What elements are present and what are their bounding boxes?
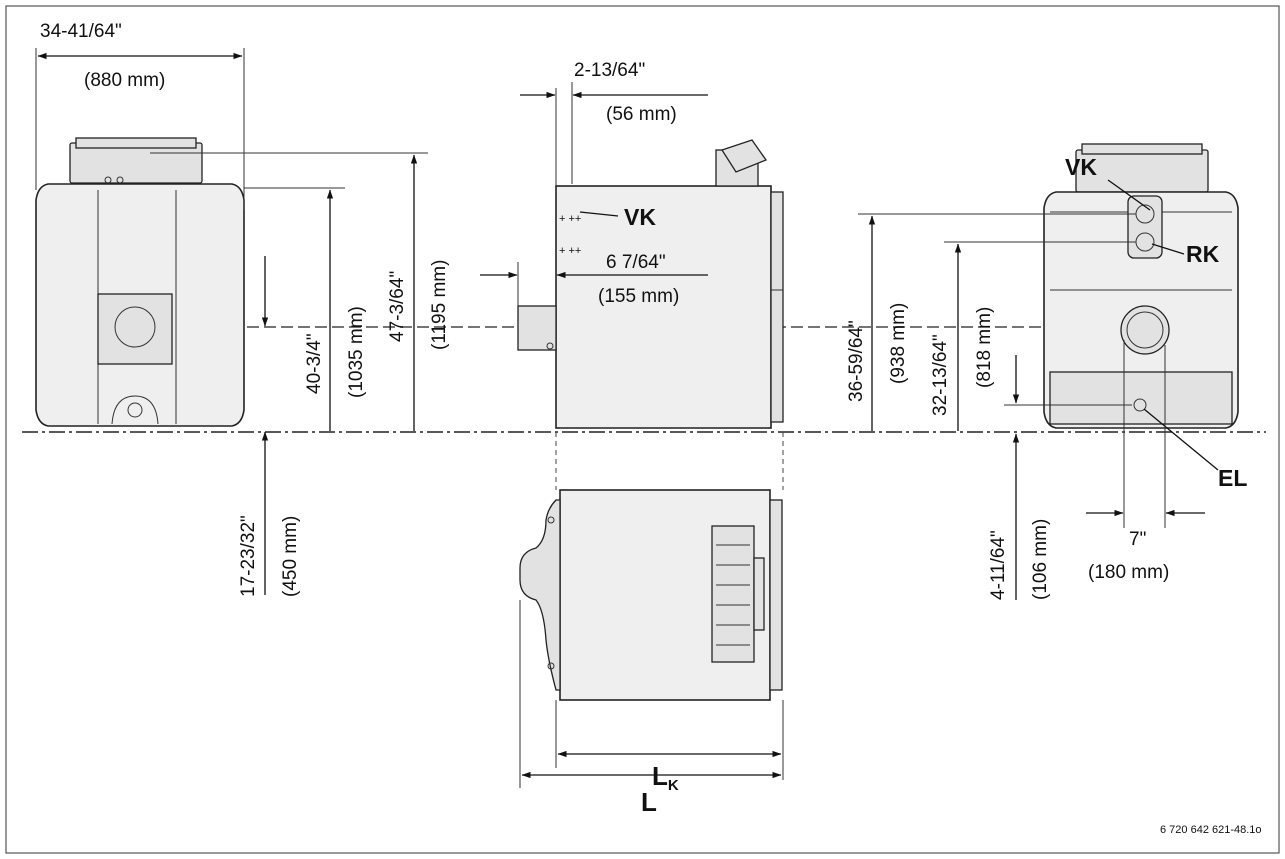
rear-vk-label: VK	[1065, 154, 1097, 180]
rear-rk-leader	[1151, 243, 1185, 255]
rear-rk-label: RK	[1186, 241, 1220, 267]
front-base-height-in: 17-23/32"	[238, 515, 259, 597]
side-offset-in: 2-13/64"	[574, 60, 645, 81]
rear-vk-height-mm: (938 mm)	[888, 303, 909, 384]
rear-vk-leader	[1107, 179, 1151, 211]
top-bolt	[547, 662, 555, 670]
side-vk-label: VK	[624, 204, 656, 230]
top-rear-panel	[769, 499, 783, 691]
front-top-unit-cap	[75, 137, 197, 149]
side-flue-bolt	[546, 342, 554, 350]
front-flue-opening	[114, 306, 156, 348]
side-offset-mm: (56 mm)	[606, 104, 677, 125]
side-flue-in: 6 7/64"	[606, 252, 666, 273]
side-view: + ++ + ++ VK 2-13/64" (56 mm) 6 7/64" (1…	[480, 60, 784, 429]
front-top-unit	[69, 142, 203, 184]
l-label: L	[641, 787, 657, 817]
side-top-control-cover	[721, 139, 768, 173]
front-total-height-in: 47-3/64"	[387, 271, 408, 342]
front-total-height-mm: (1195 mm)	[429, 260, 450, 350]
side-flue-mm: (155 mm)	[598, 286, 679, 307]
front-base-drain	[127, 402, 143, 418]
rear-el-connection	[1133, 398, 1147, 412]
rear-vk-height-in: 36-59/64"	[846, 320, 867, 402]
front-center-height-in: 40-3/4"	[304, 333, 325, 394]
rear-view: VK RK EL 36-59/64" (938 mm) 32-13/64" (8…	[846, 143, 1247, 600]
rear-top-unit-cap	[1081, 143, 1203, 155]
side-boiler-body	[555, 185, 772, 429]
side-rear-panel	[770, 191, 784, 423]
rear-el-leader	[1143, 408, 1219, 471]
figure-code: 6 720 642 621-48.1o	[1160, 824, 1262, 836]
front-top-knob	[104, 176, 112, 184]
front-base-height-mm: (450 mm)	[280, 516, 301, 597]
front-flue-frame	[97, 293, 173, 365]
front-view: 34-41/64" (880 mm) 17-23/32" (450 mm) 40…	[35, 21, 450, 597]
top-control-unit	[711, 525, 755, 663]
front-width-mm: (880 mm)	[84, 70, 165, 91]
top-boiler-body	[559, 489, 771, 701]
side-connection-symbol: + ++	[559, 245, 581, 257]
side-vk-leader	[579, 211, 619, 217]
rear-rk-height-in: 32-13/64"	[930, 334, 951, 416]
front-top-knob	[116, 176, 124, 184]
rear-flue-inner	[1126, 311, 1164, 349]
front-base-arch	[111, 395, 159, 425]
side-connection-symbol: + ++	[559, 213, 581, 225]
lk-label-sub: K	[668, 777, 679, 794]
rear-el-label: EL	[1218, 465, 1247, 491]
rear-el-height-in: 4-11/64"	[988, 530, 1009, 600]
rear-spacing-mm: (180 mm)	[1088, 562, 1169, 583]
rear-spacing-in: 7"	[1129, 529, 1146, 550]
drawing-frame	[5, 5, 1280, 854]
rear-lower-band	[1049, 371, 1233, 425]
front-width-in: 34-41/64"	[40, 21, 122, 42]
rear-rk-height-mm: (818 mm)	[974, 307, 995, 388]
top-control-side	[753, 557, 765, 631]
top-bolt	[547, 516, 555, 524]
front-center-height-mm: (1035 mm)	[346, 306, 367, 398]
top-view: LK L	[519, 432, 784, 817]
rear-el-height-mm: (106 mm)	[1030, 519, 1051, 600]
top-left-profile	[519, 499, 561, 691]
rear-flue-outer	[1120, 305, 1170, 355]
